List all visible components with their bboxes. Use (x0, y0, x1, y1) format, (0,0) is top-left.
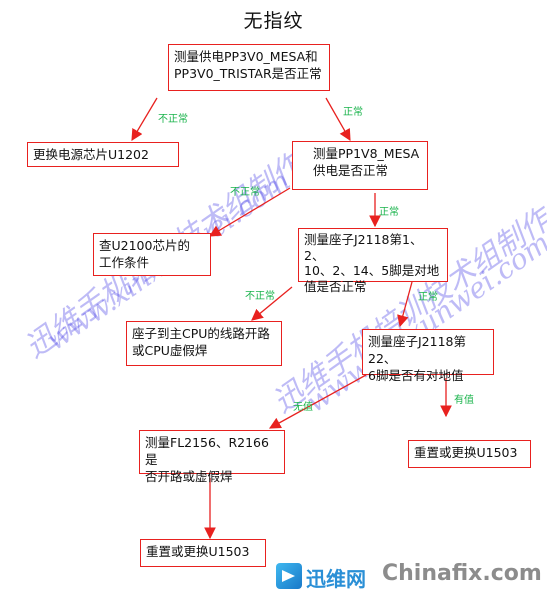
label-n5-n6: 不正常 (245, 291, 275, 302)
node-replace-u1503-right: 重置或更换U1503 (408, 440, 531, 468)
label-n7-n9: 有值 (454, 395, 474, 406)
node-check-j2118-22-6: 测量座子J2118第22、 6脚是否有对地值 (362, 329, 494, 383)
node-replace-u1503-bottom: 重置或更换U1503 (140, 539, 266, 567)
node-check-u2100: 查U2100芯片的 工作条件 (93, 233, 211, 276)
label-n5-n7: 正常 (418, 292, 438, 303)
diagram-title: 无指纹 (243, 10, 304, 32)
label-n3-n4: 不正常 (230, 187, 260, 198)
arrow-n1-n2 (131, 97, 158, 142)
node-cpu-trace: 座子到主CPU的线路开路 或CPU虚假焊 (126, 321, 282, 366)
arrow-n5-n6 (251, 286, 293, 321)
label-n3-n5: 正常 (379, 207, 399, 218)
arrow-n3-n4 (208, 187, 291, 237)
play-logo-icon (276, 563, 302, 589)
node-check-j2118-pins: 测量座子J2118第1、2、 10、2、14、5脚是对地 值是否正常 (298, 228, 448, 294)
label-n1-n2: 不正常 (158, 114, 188, 125)
node-check-pp3v0: 测量供电PP3V0_MESA和 PP3V0_TRISTAR是否正常 (168, 44, 330, 91)
arrow-n5-n7 (397, 281, 413, 328)
node-replace-u1202: 更换电源芯片U1202 (27, 142, 179, 167)
node-check-fl2156: 测量FL2156、R2166是 否开路或虚假焊 (139, 430, 285, 484)
node-check-pp1v8: 测量PP1V8_MESA 供电是否正常 (292, 141, 428, 190)
arrow-n7-n8 (268, 374, 367, 429)
label-n1-n3: 正常 (343, 107, 363, 118)
arrow-n1-n3 (325, 97, 351, 142)
logo-cn-text: 迅维网 (306, 567, 366, 591)
label-n7-n8: 无值 (293, 402, 313, 413)
logo-en-text: Chinafix.com (382, 561, 542, 586)
footer-logo: 迅维网 Chinafix.com (266, 554, 547, 600)
